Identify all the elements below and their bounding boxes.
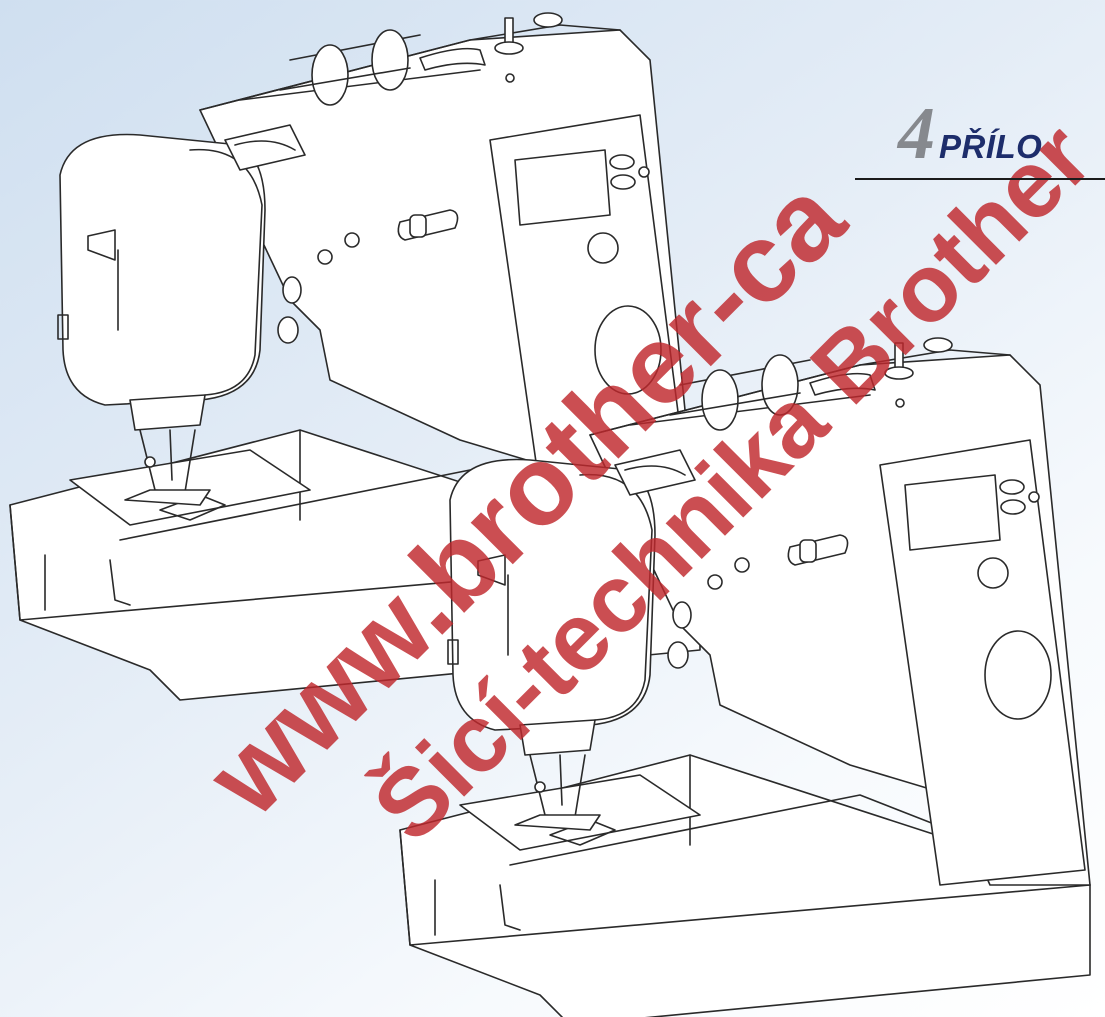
heading-divider [855,178,1105,180]
chapter-title: PŘÍLO [939,128,1043,165]
chapter-number: 4 [898,93,935,175]
